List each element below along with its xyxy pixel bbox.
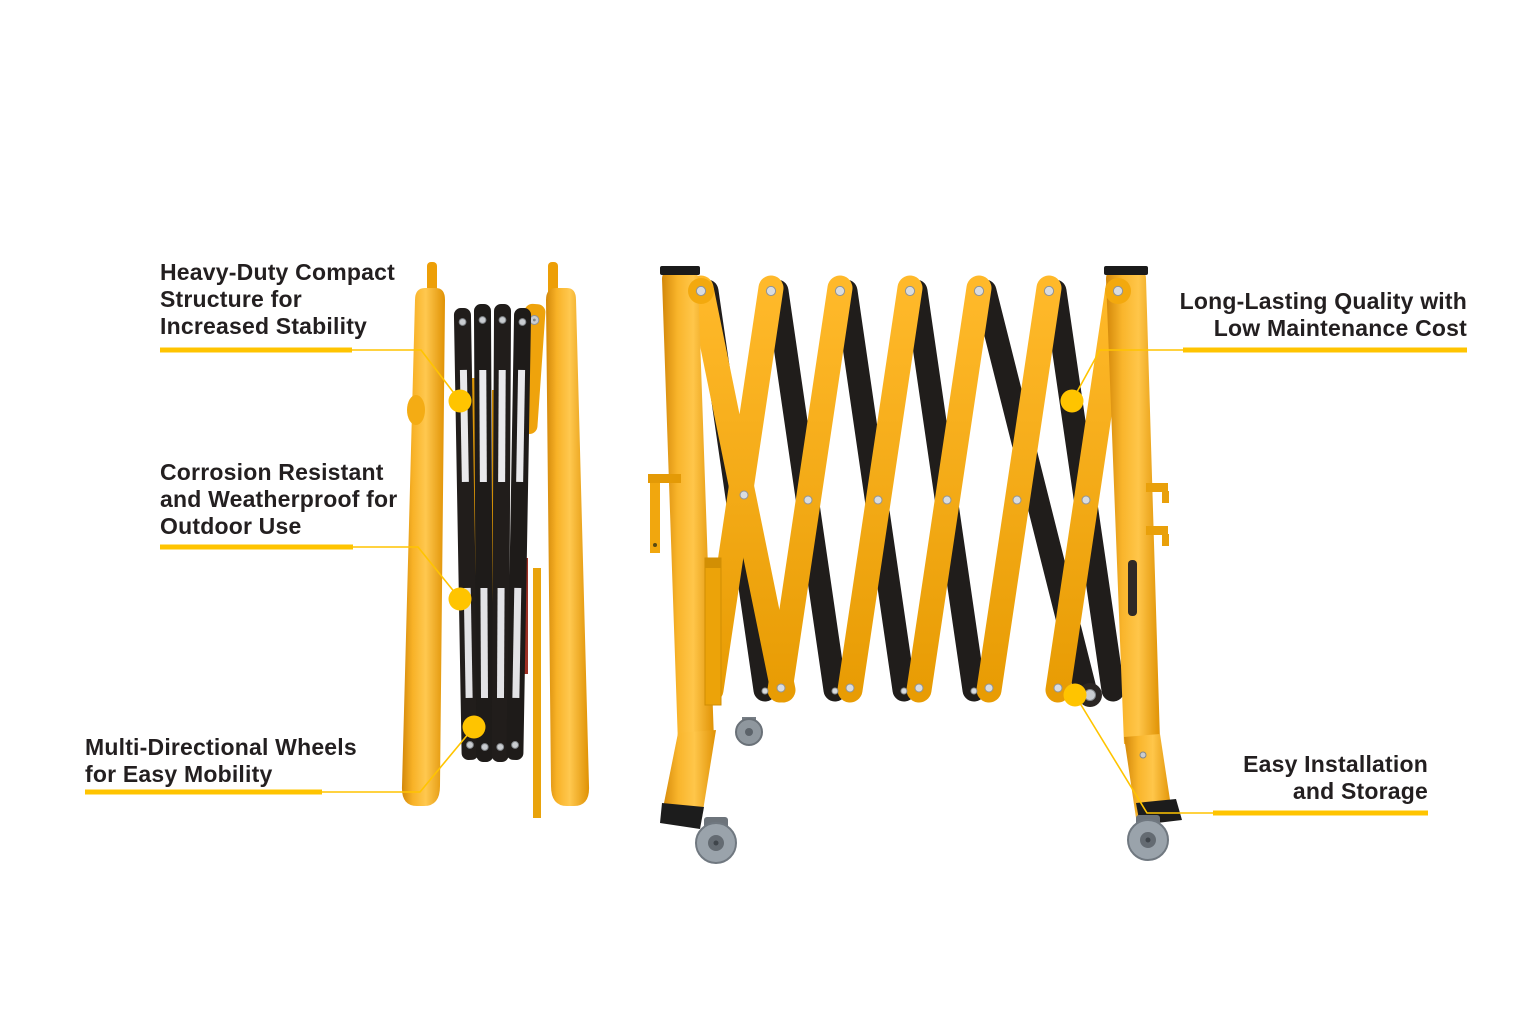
callout-install: Easy Installation and Storage [1243, 751, 1428, 805]
folded-left-post [401, 288, 445, 806]
expanded-barrier-illustration [648, 266, 1182, 864]
callout-quality: Long-Lasting Quality with Low Maintenanc… [1180, 288, 1467, 342]
scissor-lattice [688, 275, 1130, 705]
right-post-slot [1128, 560, 1137, 616]
rear-caster-wheel [735, 717, 763, 746]
callout-wheels: Multi-Directional Wheels for Easy Mobili… [85, 734, 357, 788]
folded-left-post-knob [407, 395, 425, 425]
latch-bar [704, 557, 722, 706]
left-foot [660, 730, 737, 864]
folded-barrier-illustration [401, 262, 590, 818]
folded-right-post [546, 288, 590, 806]
handle-bracket [648, 474, 681, 553]
callout-line: and Weatherproof for [160, 486, 398, 512]
callout-line: Low Maintenance Cost [1213, 315, 1467, 341]
left-post-cap [660, 266, 700, 275]
right-pivot-housing [1078, 683, 1102, 707]
right-post-tabs [1146, 483, 1169, 546]
right-foot [1124, 734, 1182, 861]
callout-line: Long-Lasting Quality with [1179, 288, 1467, 314]
callout-line: Multi-Directional Wheels [85, 734, 357, 760]
lattice-screws [688, 278, 1131, 695]
callout-line: Heavy-Duty Compact [160, 259, 395, 285]
callout-line: and Storage [1292, 778, 1428, 804]
callout-line: for Easy Mobility [85, 761, 273, 787]
callout-line: Structure for [160, 286, 302, 312]
expanded-left-post [662, 270, 714, 744]
right-post-cap [1104, 266, 1148, 275]
callout-line: Outdoor Use [160, 513, 302, 539]
callout-heavy-duty: Heavy-Duty Compact Structure for Increas… [160, 259, 395, 340]
callout-line: Increased Stability [160, 313, 368, 339]
callout-line: Corrosion Resistant [160, 459, 384, 485]
callout-corrosion: Corrosion Resistant and Weatherproof for… [160, 459, 397, 540]
callout-line: Easy Installation [1243, 751, 1428, 777]
